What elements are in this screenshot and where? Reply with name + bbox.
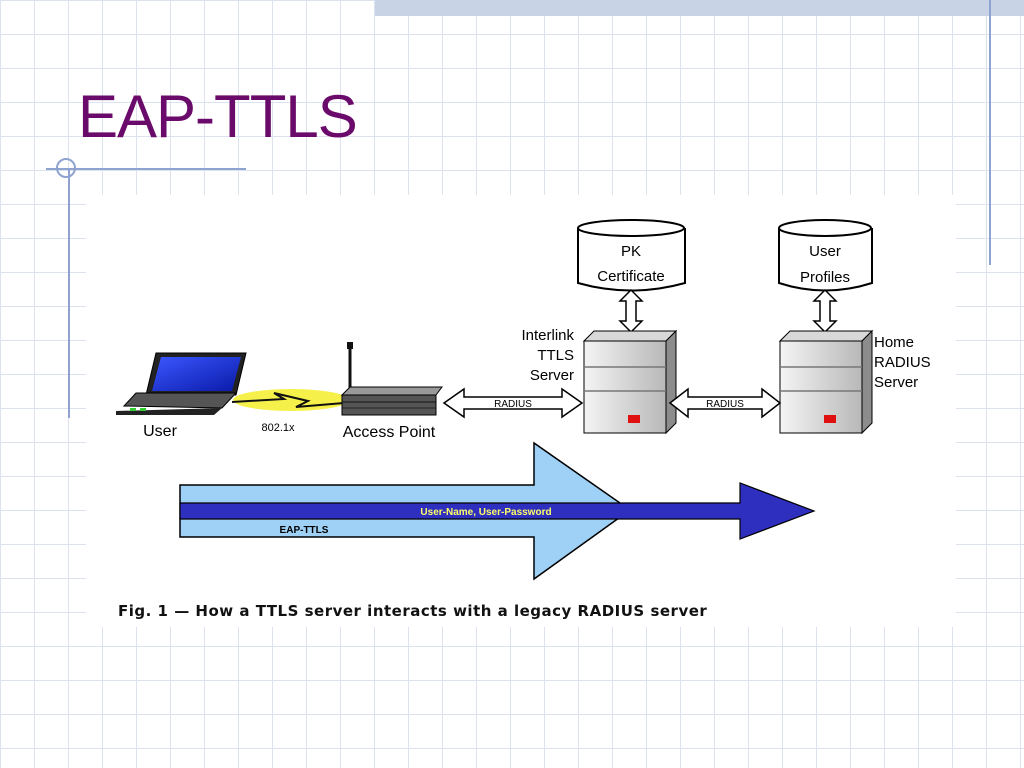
pk-certificate-database: PK Certificate [577,219,686,292]
right-decor-rule [989,0,991,265]
user-profiles-database: User Profiles [778,219,873,292]
access-point-label: Access Point [343,424,436,441]
ttls-label-1: Interlink [521,327,574,344]
certificate-label: Certificate [597,268,665,285]
db-link-arrow-profiles [812,288,838,334]
ttls-label-2: TTLS [537,347,574,364]
server-label: Server [874,374,918,391]
db-link-arrow-pk [618,288,644,334]
radius-link-label-2: RADIUS [706,399,744,410]
top-decor-band [375,0,1024,16]
user-label: User [143,423,177,440]
pk-label: PK [621,243,641,260]
radius-link-arrow-1 [442,387,584,419]
ttls-server-icon [582,329,678,435]
user-profiles-label-2: Profiles [800,269,850,286]
credentials-flow-arrow [179,482,816,540]
left-decor-rule [68,170,70,418]
figure-caption: Fig. 1 — How a TTLS server interacts wit… [118,602,708,620]
credentials-flow-label: User-Name, User-Password [420,507,551,518]
network-diagram: PK Certificate User Profiles Interlink T… [116,219,931,581]
wireless-link-icon [231,389,349,411]
eap-ttls-flow-label: EAP-TTLS [280,525,329,536]
access-point-icon [340,342,443,416]
ttls-label-3: Server [530,367,574,384]
radius-link-label-1: RADIUS [494,399,532,410]
wireless-label: 802.1x [261,422,295,434]
slide-title: EAP-TTLS [78,83,358,150]
laptop-icon [116,352,247,415]
radius-label: RADIUS [874,354,931,371]
network-figure: PK Certificate User Profiles Interlink T… [86,195,956,627]
home-label: Home [874,334,914,351]
user-profiles-label-1: User [809,243,841,260]
radius-link-arrow-2 [668,387,782,419]
radius-server-icon [778,329,874,435]
title-underline [46,168,246,170]
title-ring-decor [56,158,76,178]
